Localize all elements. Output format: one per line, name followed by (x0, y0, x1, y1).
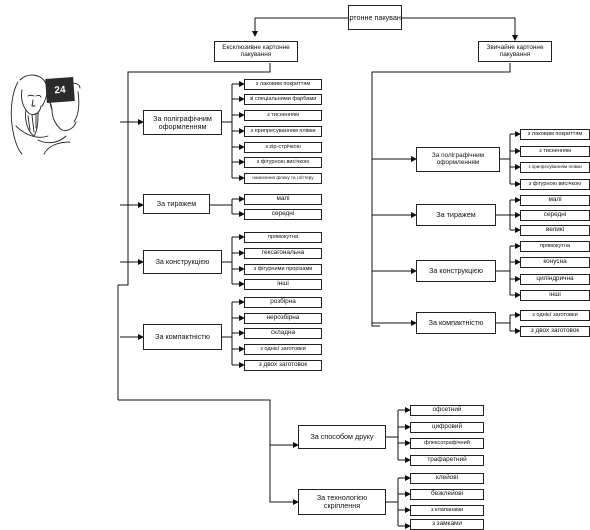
ordinary-circulation-item: середні (520, 210, 590, 221)
printing-method-item: офсетний (410, 405, 484, 416)
sign-board: 24 (45, 77, 75, 103)
ordinary-polygraphy-item: з тисненням (520, 146, 590, 157)
exclusive-polygraphy-item: з zip-стрічкою (244, 142, 322, 153)
exclusive-construction-item: з фігурними прорізами (244, 264, 322, 275)
fastening-technology-item: з замками (410, 519, 484, 530)
fastening-technology-item: безклейові (410, 489, 484, 500)
ordinary-circulation-node: За тиражем (416, 204, 496, 226)
ordinary-construction-item: прямокутна (520, 241, 590, 252)
exclusive-construction-item: інші (244, 279, 322, 290)
ordinary-construction-item: циліндрична (520, 274, 590, 285)
ordinary-construction-node: За конструкцією (416, 260, 496, 282)
sign-number: 24 (54, 84, 66, 96)
root-node: Картонне пакування (348, 5, 402, 30)
ordinary-polygraphy-node: За поліграфічним оформленням (416, 147, 500, 172)
illustration-person-with-sign (10, 74, 81, 155)
exclusive-construction-item: прямокутна (244, 232, 322, 243)
exclusive-circulation-node: За тиражем (143, 194, 210, 214)
ordinary-polygraphy-item: з припресуванням плівки (520, 162, 590, 173)
exclusive-polygraphy-item: з тисненням (244, 110, 322, 121)
ordinary-compactness-item: з однієї заготовки (520, 310, 590, 321)
exclusive-polygraphy-item: з припресуванням плівки (244, 126, 322, 137)
printing-method-node: За способом друку (298, 425, 386, 449)
fastening-technology-item: з клапанами (410, 505, 484, 516)
ordinary-circulation-item: великі (520, 225, 590, 236)
exclusive-polygraphy-item: з фігурною висічкою (244, 157, 322, 168)
fastening-technology-item: клейові (410, 473, 484, 484)
exclusive-polygraphy-item: з лаковим покриттям (244, 79, 322, 90)
exclusive-polygraphy-item: нанесення флоку та гліттеру (244, 173, 322, 184)
exclusive-compactness-item: розбірна (244, 297, 322, 308)
exclusive-compactness-node: За компактністю (143, 324, 222, 350)
exclusive-polygraphy-node: За поліграфічним оформленням (143, 110, 222, 135)
ordinary-compactness-node: За компактністю (416, 312, 496, 334)
exclusive-construction-item: гексагональна (244, 248, 322, 259)
exclusive-compactness-item: з однієї заготовки (244, 344, 322, 355)
printing-method-item: трафаретний (410, 455, 484, 466)
ordinary-polygraphy-item: з лаковим покриттям (520, 129, 590, 140)
ordinary-polygraphy-item: з фігурною висічкою (520, 179, 590, 190)
exclusive-circulation-item: малі (244, 194, 322, 205)
ordinary-construction-item: інші (520, 290, 590, 301)
printing-method-item: цифровий (410, 422, 484, 433)
ordinary-node: Звичайне картонне пакування (478, 41, 552, 62)
exclusive-compactness-item: складна (244, 328, 322, 339)
printing-method-item: флексографічний (410, 438, 484, 449)
fastening-technology-node: За технологією скріплення (298, 489, 386, 515)
exclusive-circulation-item: середні (244, 209, 322, 220)
exclusive-construction-node: За конструкцією (143, 250, 222, 274)
ordinary-construction-item: конусна (520, 257, 590, 268)
exclusive-compactness-item: нерозбірна (244, 313, 322, 324)
ordinary-compactness-item: з двох заготовок (520, 326, 590, 337)
exclusive-node: Ексклюзивне картонне пакування (214, 41, 298, 62)
exclusive-compactness-item: з двох заготовок (244, 360, 322, 371)
ordinary-circulation-item: малі (520, 195, 590, 206)
exclusive-polygraphy-item: зі спеціальними фарбами (244, 94, 322, 105)
